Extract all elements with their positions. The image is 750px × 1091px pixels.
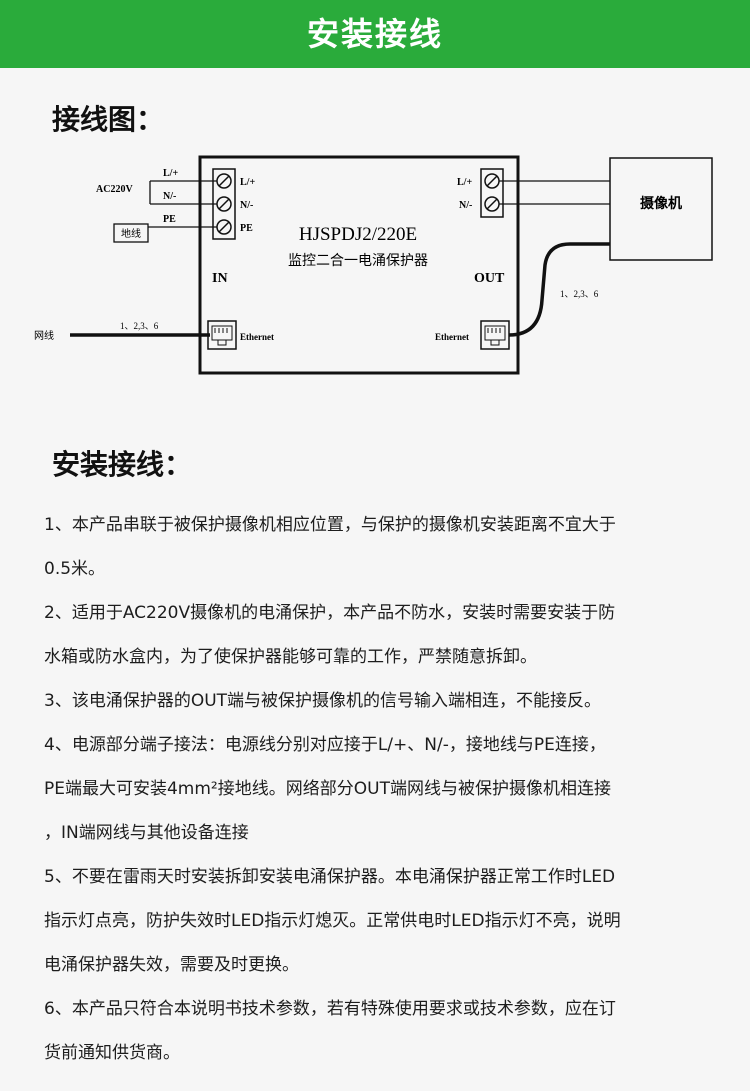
out-terminal-label-n: N/-	[459, 200, 472, 211]
ethernet-out-label: Ethernet	[435, 332, 469, 342]
network-cable-out	[508, 242, 610, 337]
in-label: IN	[212, 271, 228, 286]
ethernet-port-out	[480, 320, 510, 350]
out-terminal-label-l: L/+	[457, 177, 472, 188]
instruction-line: 指示灯点亮，防护失效时LED指示灯熄灭。正常供电时LED指示灯不亮，说明	[44, 911, 621, 931]
instruction-line: 6、本产品只符合本说明书技术参数，若有特殊使用要求或技术参数，应在订	[44, 999, 616, 1019]
terminal-screw-n	[216, 196, 232, 212]
model-name: HJSPDJ2/220E	[299, 224, 417, 245]
camera-box	[609, 157, 713, 261]
instruction-line: 水箱或防水盒内，为了使保护器能够可靠的工作，严禁随意拆卸。	[44, 647, 537, 667]
protector-box	[198, 155, 520, 375]
camera-label: 摄像机	[640, 195, 682, 212]
installation-heading: 安装接线：	[52, 448, 193, 481]
ground-box	[113, 223, 149, 243]
instruction-line: 5、不要在雷雨天时安装拆卸安装电涌保护器。本电涌保护器正常工作时LED	[44, 867, 616, 887]
wiring-diagram: L/+ N/- PE L/+ N/- PE AC220V 地线 HJSPDJ2/…	[34, 155, 713, 375]
terminal-screw-l	[216, 173, 232, 189]
page-banner: 安装接线	[0, 0, 750, 68]
out-terminal-screw-l	[484, 173, 500, 189]
wiring-diagram-heading: 接线图：	[52, 103, 165, 136]
ground-label: 地线	[121, 227, 141, 240]
in-terminal-label-pe: PE	[240, 223, 253, 234]
out-terminal-screw-n	[484, 196, 500, 212]
in-terminal-label-n: N/-	[240, 200, 253, 211]
instruction-line: ，IN端网线与其他设备连接	[44, 823, 249, 843]
instruction-line: 3、该电涌保护器的OUT端与被保护摄像机的信号输入端相连，不能接反。	[44, 691, 602, 711]
network-label: 网线	[34, 329, 54, 342]
device-subtitle: 监控二合一电涌保护器	[288, 253, 428, 269]
ethernet-in-label: Ethernet	[240, 332, 274, 342]
ac-voltage-label: AC220V	[96, 184, 133, 195]
wire-label-l: L/+	[163, 168, 178, 179]
in-terminal-label-l: L/+	[240, 177, 255, 188]
pins-in-label: 1、2,3、6	[120, 321, 159, 331]
wire-label-n: N/-	[163, 191, 176, 202]
installation-instructions: 1、本产品串联于被保护摄像机相应位置，与保护的摄像机安装距离不宜大于 0.5米。…	[44, 503, 724, 1075]
out-label: OUT	[474, 271, 505, 286]
instruction-line: 货前通知供货商。	[44, 1043, 180, 1063]
ethernet-port-in	[207, 320, 237, 350]
wire-label-pe: PE	[163, 214, 176, 225]
instruction-line: PE端最大可安装4mm²接地线。网络部分OUT端网线与被保护摄像机相连接	[44, 779, 611, 799]
instruction-line: 电涌保护器失效，需要及时更换。	[44, 955, 299, 975]
instruction-line: 1、本产品串联于被保护摄像机相应位置，与保护的摄像机安装距离不宜大于	[44, 515, 616, 535]
instruction-line: 0.5米。	[44, 559, 106, 579]
instruction-line: 4、电源部分端子接法：电源线分别对应接于L/+、N/-，接地线与PE连接，	[44, 735, 606, 755]
instruction-line: 2、适用于AC220V摄像机的电涌保护，本产品不防水，安装时需要安装于防	[44, 603, 616, 623]
pins-out-label: 1、2,3、6	[560, 289, 599, 299]
output-terminal-block	[480, 168, 504, 218]
terminal-screw-pe	[216, 219, 232, 235]
